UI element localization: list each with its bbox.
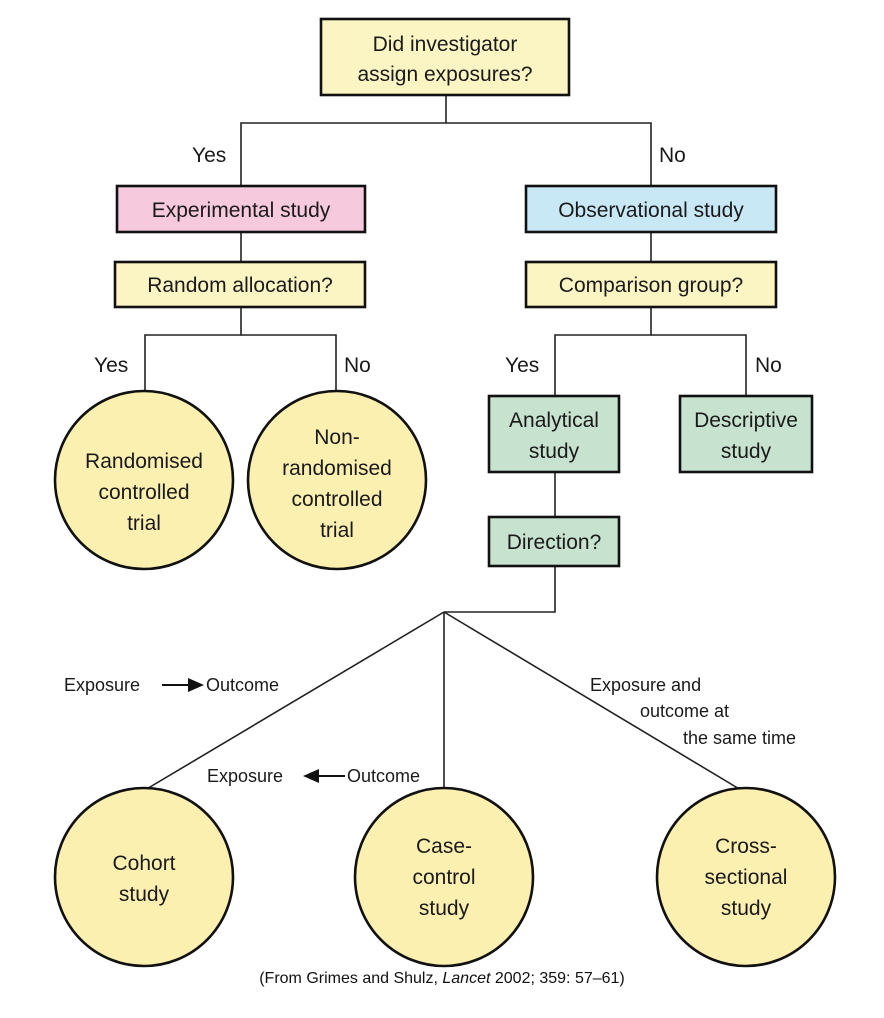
rct-line-2: controlled bbox=[98, 481, 189, 504]
case-control-line-2: control bbox=[412, 866, 475, 889]
edge-comparison-no bbox=[651, 334, 747, 396]
nrct-line-3: controlled bbox=[291, 488, 382, 511]
cross-sectional-line-1: Cross- bbox=[715, 835, 777, 858]
root-yes-label: Yes bbox=[192, 144, 226, 167]
rct-line-1: Randomised bbox=[85, 450, 203, 473]
edge-random-yes bbox=[144, 307, 242, 396]
rct-line-3: trial bbox=[127, 512, 161, 535]
edge-root-no bbox=[446, 122, 652, 186]
caption-prefix: (From Grimes and Shulz, bbox=[259, 970, 443, 987]
analytical-study-box: Analytical study bbox=[487, 394, 621, 474]
cohort-circle: Cohort study bbox=[53, 786, 235, 968]
left-arrow-icon bbox=[303, 769, 345, 783]
root-question-line-2: assign exposures? bbox=[357, 63, 532, 86]
root-no-label: No bbox=[659, 144, 686, 167]
root-question-line-1: Did investigator bbox=[373, 33, 518, 56]
descriptive-study-line-1: Descriptive bbox=[694, 409, 798, 432]
nrct-line-1: Non- bbox=[314, 426, 360, 449]
cohort-outcome-label: Outcome bbox=[206, 675, 279, 695]
rct-circle: Randomised controlled trial bbox=[53, 389, 235, 571]
analytical-study-line-2: study bbox=[529, 440, 580, 463]
caption-journal: Lancet bbox=[442, 970, 491, 987]
cross-label-line-1: Exposure and bbox=[590, 675, 701, 695]
right-arrow-icon bbox=[162, 678, 204, 692]
cohort-line-1: Cohort bbox=[112, 852, 175, 875]
comparison-no-label: No bbox=[755, 354, 782, 377]
case-control-circle: Case- control study bbox=[353, 786, 535, 968]
random-allocation-box: Random allocation? bbox=[113, 260, 367, 309]
edge-direction-split bbox=[444, 566, 556, 613]
direction-label: Direction? bbox=[507, 531, 602, 554]
random-yes-label: Yes bbox=[94, 354, 128, 377]
case-outcome-label: Outcome bbox=[347, 766, 420, 786]
comparison-yes-label: Yes bbox=[505, 354, 539, 377]
cross-sectional-circle: Cross- sectional study bbox=[655, 786, 837, 968]
random-allocation-label: Random allocation? bbox=[147, 274, 333, 297]
caption-suffix: 2002; 359: 57–61) bbox=[490, 970, 625, 987]
edge-random-no bbox=[241, 334, 337, 396]
observational-study-box: Observational study bbox=[524, 184, 778, 234]
cross-sectional-line-3: study bbox=[721, 897, 772, 920]
observational-study-label: Observational study bbox=[558, 199, 744, 222]
citation-caption: (From Grimes and Shulz, Lancet 2002; 359… bbox=[0, 970, 884, 988]
comparison-group-label: Comparison group? bbox=[559, 274, 743, 297]
root-question-box: Did investigator assign exposures? bbox=[319, 17, 571, 97]
connectors bbox=[144, 95, 747, 794]
nrct-line-2: randomised bbox=[282, 457, 392, 480]
direction-box: Direction? bbox=[487, 515, 621, 568]
case-control-line-1: Case- bbox=[416, 835, 472, 858]
descriptive-study-line-2: study bbox=[721, 440, 772, 463]
cohort-line-2: study bbox=[119, 883, 170, 906]
cross-sectional-line-2: sectional bbox=[705, 866, 788, 889]
case-exposure-label: Exposure bbox=[207, 766, 283, 786]
edge-comparison-yes bbox=[554, 307, 652, 396]
edge-to-cohort bbox=[144, 611, 445, 791]
descriptive-study-box: Descriptive study bbox=[678, 394, 814, 474]
cross-label-line-3: the same time bbox=[683, 728, 796, 748]
edge-root-yes bbox=[240, 95, 447, 186]
non-randomised-circle: Non- randomised controlled trial bbox=[246, 389, 428, 571]
experimental-study-box: Experimental study bbox=[115, 184, 367, 234]
random-no-label: No bbox=[344, 354, 371, 377]
cohort-exposure-label: Exposure bbox=[64, 675, 140, 695]
edge-to-cross-sectional bbox=[443, 611, 747, 794]
cross-label-line-2: outcome at bbox=[640, 701, 729, 721]
analytical-study-line-1: Analytical bbox=[509, 409, 599, 432]
experimental-study-label: Experimental study bbox=[152, 199, 331, 222]
case-control-line-3: study bbox=[419, 897, 470, 920]
nrct-line-4: trial bbox=[320, 519, 354, 542]
edge-labels: Yes No Yes No Yes No Exposure Outcome Ex… bbox=[64, 144, 796, 786]
comparison-group-box: Comparison group? bbox=[524, 260, 778, 309]
